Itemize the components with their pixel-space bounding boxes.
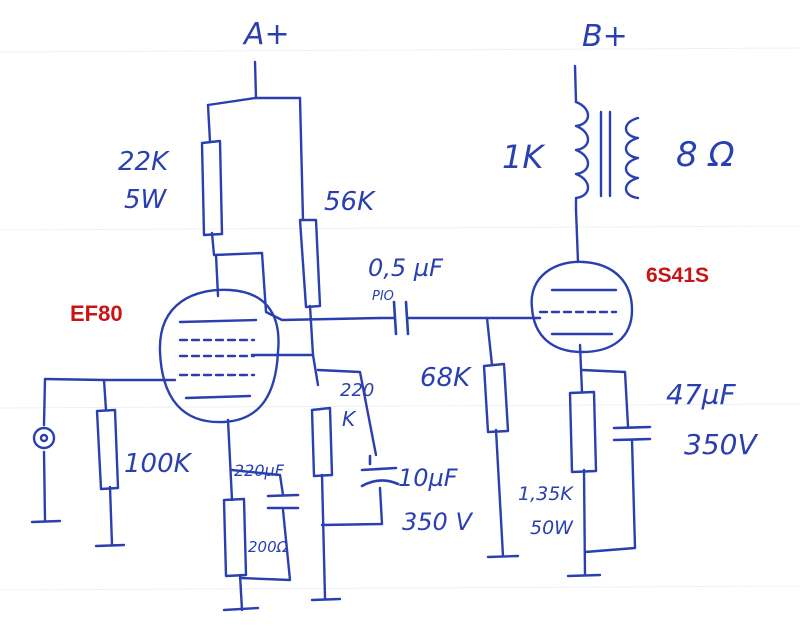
transformer-secondary-coil xyxy=(624,116,640,200)
input-jack-icon xyxy=(32,426,56,450)
paper-texture xyxy=(0,47,800,591)
label-cathode-res-2-power: 50W xyxy=(530,517,574,539)
label-supply-a: A+ xyxy=(242,17,290,52)
label-tube-6s41s: 6S41S xyxy=(646,264,709,287)
label-56k: 56K xyxy=(324,187,376,217)
label-supply-b: B+ xyxy=(582,19,628,54)
label-transformer-primary: 1K xyxy=(502,138,546,176)
tube-6s41s xyxy=(530,260,634,354)
wire-100k-top xyxy=(102,378,108,412)
label-220k-unit: K xyxy=(342,407,357,431)
wire-cathode-1-res-bottom xyxy=(238,573,244,612)
label-screen-cap-voltage: 350 V xyxy=(402,508,473,536)
ground-screen xyxy=(310,597,342,602)
wire-transformer-bottom xyxy=(574,208,580,264)
label-coupling-cap-type: PIO xyxy=(372,289,394,304)
transformer-primary-coil xyxy=(574,100,590,212)
wire-cathode-2-cap-bottom xyxy=(583,438,637,554)
resistor-220k xyxy=(310,406,334,478)
wire-cathode-1-cap-down xyxy=(238,508,292,582)
capacitor-coupling xyxy=(378,300,410,336)
resistor-200r xyxy=(222,497,248,578)
wire-cathode-2-split xyxy=(580,368,630,428)
ground-68k xyxy=(486,554,520,559)
wire-68k-top xyxy=(485,316,494,367)
wire-22k-bottom xyxy=(210,231,382,322)
wire-input-down xyxy=(42,377,47,427)
resistor-22k xyxy=(200,139,224,237)
label-22k-value: 22K xyxy=(118,147,170,177)
resistor-100k xyxy=(95,408,120,491)
tube-ef80-cathode xyxy=(184,394,252,400)
capacitor-47uf xyxy=(612,425,652,442)
tube-ef80 xyxy=(158,288,280,424)
wire-screen-cap-down xyxy=(320,486,384,527)
wire-b-plus xyxy=(573,64,578,104)
wire-220k-bottom xyxy=(320,473,327,600)
wire-screen-down xyxy=(311,353,320,387)
wire-input-ground xyxy=(42,450,47,522)
output-transformer xyxy=(574,100,640,212)
wire-100k-bottom xyxy=(108,485,114,547)
wire-cathode-1-cap xyxy=(230,468,285,497)
tube-labels: EF80 6S41S xyxy=(70,264,709,326)
label-coupling-cap-value: 0,5 µF xyxy=(368,254,444,282)
label-cathode-res-2-value: 1,35K xyxy=(518,483,574,505)
label-cathode-res-1: 200Ω xyxy=(248,538,289,556)
grounds xyxy=(30,519,602,612)
label-transformer-secondary: 8 Ω xyxy=(676,135,734,175)
wire-cathode-1 xyxy=(226,418,234,502)
resistor-68k xyxy=(482,362,510,434)
capacitor-10uf xyxy=(360,454,400,488)
capacitor-220uf xyxy=(266,493,300,510)
label-22k-power: 5W xyxy=(124,185,168,215)
label-cathode-cap-2-value: 47µF xyxy=(666,378,736,411)
wire-grid-input xyxy=(43,377,177,382)
wire-68k-bottom xyxy=(494,428,505,558)
ground-100k xyxy=(94,543,126,548)
wire-cathode-2-res-bottom xyxy=(582,468,587,577)
label-cathode-cap-2-voltage: 350V xyxy=(684,428,758,461)
ground-input xyxy=(30,519,62,524)
wire-a-rail xyxy=(206,96,302,107)
wire-screen-cap-left xyxy=(316,368,378,457)
resistor-56k xyxy=(298,218,322,309)
wire-22k-top xyxy=(206,103,212,144)
label-cathode-cap-1: 220µF xyxy=(234,461,285,480)
label-68k: 68K xyxy=(420,363,472,393)
label-screen-cap-value: 10µF xyxy=(398,464,459,492)
label-220k-value: 220 xyxy=(340,380,374,401)
resistor-1k35 xyxy=(568,390,598,474)
wire-a-plus xyxy=(253,60,258,100)
label-tube-ef80: EF80 xyxy=(70,301,123,326)
ground-cathode-2 xyxy=(566,573,602,578)
tube-ef80-envelope xyxy=(158,288,280,424)
handwritten-labels: A+ B+ 22K 5W 56K 0,5 µF PIO 1K 8 Ω 100K … xyxy=(118,17,758,556)
wire-56k-bottom xyxy=(308,304,315,357)
ground-cathode-1 xyxy=(222,606,260,612)
wiring xyxy=(42,60,637,612)
capacitors xyxy=(266,300,652,510)
label-100k: 100K xyxy=(124,449,193,479)
wire-56k-top xyxy=(298,96,305,222)
tube-6s41s-envelope xyxy=(530,260,634,354)
tube-ef80-plate xyxy=(178,318,258,324)
resistors xyxy=(95,139,598,578)
